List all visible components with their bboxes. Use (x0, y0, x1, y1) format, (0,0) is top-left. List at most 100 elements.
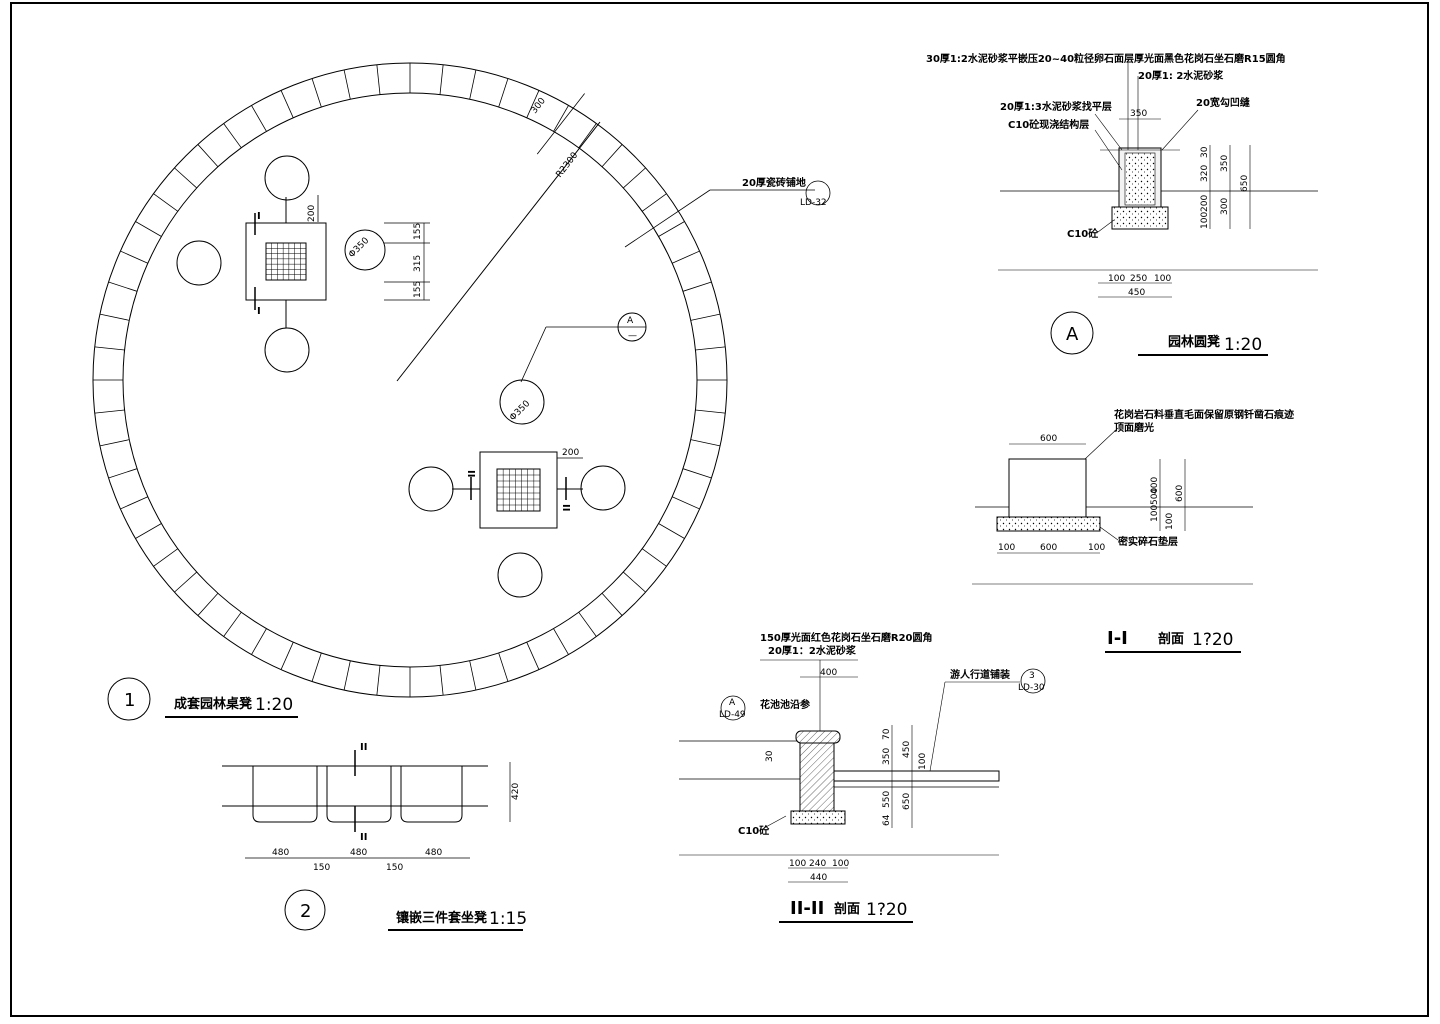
table-1-grid (266, 243, 306, 280)
secI-dim-b1: 100 (998, 543, 1015, 553)
title-block-1: 1 成套园林桌凳 1:20 (107, 677, 298, 721)
title-II-text: 剖面 (834, 901, 860, 917)
ring-joint (695, 346, 726, 351)
detA-dim-r1: 30 (1200, 146, 1210, 158)
secII-note-mortar: 20厚1：2水泥砂浆 (768, 644, 857, 657)
section-I-I: 600 花岗岩石料垂直毛面保留原钢钎凿石痕迹 顶面磨光 400 100 100 … (972, 408, 1294, 585)
section-I-mark-bottom: I (257, 306, 261, 317)
ring-joint (439, 665, 444, 696)
ring-joint (641, 193, 667, 212)
ring-joint (108, 281, 138, 292)
bench-plan (222, 750, 511, 859)
dim-table-2-gap: 200 (562, 448, 579, 458)
secI-dim-v5: 600 (1175, 485, 1185, 502)
detA-dim-b3: 100 (1154, 274, 1171, 284)
secII-cap (795, 730, 841, 744)
stool-1c (176, 240, 222, 286)
secI-dim-v4: 500 (1150, 488, 1160, 505)
title-1-scale: 1:20 (255, 695, 293, 715)
ring-joint (343, 69, 351, 100)
secII-ref-a-top: A (729, 698, 736, 708)
ring-joint (526, 642, 540, 670)
ring-joint (658, 221, 685, 237)
stool-footing (1111, 206, 1169, 230)
ring-joint (174, 571, 197, 593)
table-2-base (479, 451, 558, 529)
title-I-text: 剖面 (1158, 631, 1184, 647)
detA-note-base: C10砼 (1067, 227, 1098, 240)
bench-section-bottom: II (360, 832, 367, 843)
ring-joint (469, 660, 477, 691)
detA-note-top: 30厚1:2水泥砂浆平嵌压20~40粒径卵石面层厚光面黑色花岗石坐石磨R15圆角 (926, 52, 1286, 65)
stool-1b (264, 327, 310, 373)
detA-dim-rr1: 350 (1220, 155, 1230, 172)
title-1-num: 1 (124, 690, 135, 711)
ring-joint (108, 468, 138, 479)
ring-joint (94, 409, 125, 414)
detail-A: 30厚1:2水泥砂浆平嵌压20~40粒径卵石面层厚光面黑色花岗石坐石磨R15圆角… (926, 52, 1318, 298)
secI-base (996, 516, 1101, 532)
secII-dim-w2: 240 (809, 859, 826, 869)
bench-section-top: II (360, 742, 367, 753)
detA-note-struct: C10砼现浇结构层 (1008, 118, 1089, 131)
ring-joint (197, 593, 219, 616)
ring-joint (526, 90, 540, 118)
secII-ref-3-bottom: LD-30 (1018, 683, 1045, 693)
secII-dim-b2: 650 (902, 793, 912, 810)
stool-1a (264, 155, 310, 201)
ring-joint (553, 628, 569, 655)
detail-ref-bottom: — (628, 331, 637, 341)
ring-joint (120, 250, 148, 264)
detA-note-mortar: 20厚1: 2水泥砂浆 (1138, 69, 1224, 82)
secII-note-stone: 150厚光面红色花岗石坐石磨R20圆角 (760, 631, 933, 644)
detA-dim-btot: 450 (1128, 288, 1145, 298)
ring-joint (376, 665, 381, 696)
ring-joint (94, 346, 125, 351)
ring-joint (498, 78, 509, 108)
ring-width-dim: 300 (529, 96, 548, 116)
ring-joint (439, 64, 444, 95)
bench-dim-w2: 480 (350, 848, 367, 858)
secII-ref-3-top: 3 (1029, 671, 1035, 681)
ring-joint (682, 281, 712, 292)
dim-v2: 315 (413, 255, 423, 272)
ring-joint (174, 167, 197, 189)
section-II-mark-right: II (560, 504, 571, 511)
detA-dim-r4: 100 (1200, 212, 1210, 229)
secII-note-base: C10砼 (738, 824, 769, 837)
title-block-II: II-II 剖面 1?20 (779, 898, 913, 923)
ring-joint (280, 642, 294, 670)
detA-dim-top: 350 (1130, 109, 1147, 119)
bench-dim-h: 420 (511, 783, 521, 800)
title-block-2: 2 镶嵌三件套坐凳 1:15 (284, 889, 527, 931)
table-2-top (496, 468, 541, 512)
ring-joint (672, 496, 700, 510)
ring-joint (197, 144, 219, 167)
dim-v1: 155 (413, 223, 423, 240)
ring-joint (578, 123, 597, 149)
secII-dim-c1: 100 (918, 753, 928, 770)
ring-joint (343, 660, 351, 691)
radius-dim: R2300 (554, 150, 580, 179)
paving-note: 20厚瓷砖铺地 (742, 176, 806, 189)
stool-core (1124, 152, 1156, 206)
bench-dim-w3: 480 (425, 848, 442, 858)
paving-ref: LD-32 (800, 198, 827, 208)
secI-note-base: 密实碎石垫层 (1118, 535, 1178, 548)
plan-view: R2300 300 20厚瓷砖铺地 LD-32 I I 200 Φ350 155 (92, 62, 831, 698)
secI-dim-v2: 100 (1150, 505, 1160, 522)
title-1-text: 成套园林桌凳 (174, 696, 253, 712)
detA-dim-r2: 320 (1200, 165, 1210, 182)
bench-dim-g1: 150 (313, 863, 330, 873)
secI-stone (1008, 458, 1087, 518)
section-II-mark-left: II (465, 470, 476, 477)
detA-dim-b2: 250 (1130, 274, 1147, 284)
ring-joint (682, 468, 712, 479)
title-II-scale: 1?20 (866, 900, 907, 920)
ring-joint (658, 523, 685, 539)
table-1-top (265, 242, 307, 281)
title-I-scale: 1?20 (1192, 630, 1233, 650)
detA-note-level: 20厚1:3水泥砂浆找平层 (1000, 100, 1112, 113)
secII-note-path: 游人行道铺装 (950, 668, 1010, 681)
